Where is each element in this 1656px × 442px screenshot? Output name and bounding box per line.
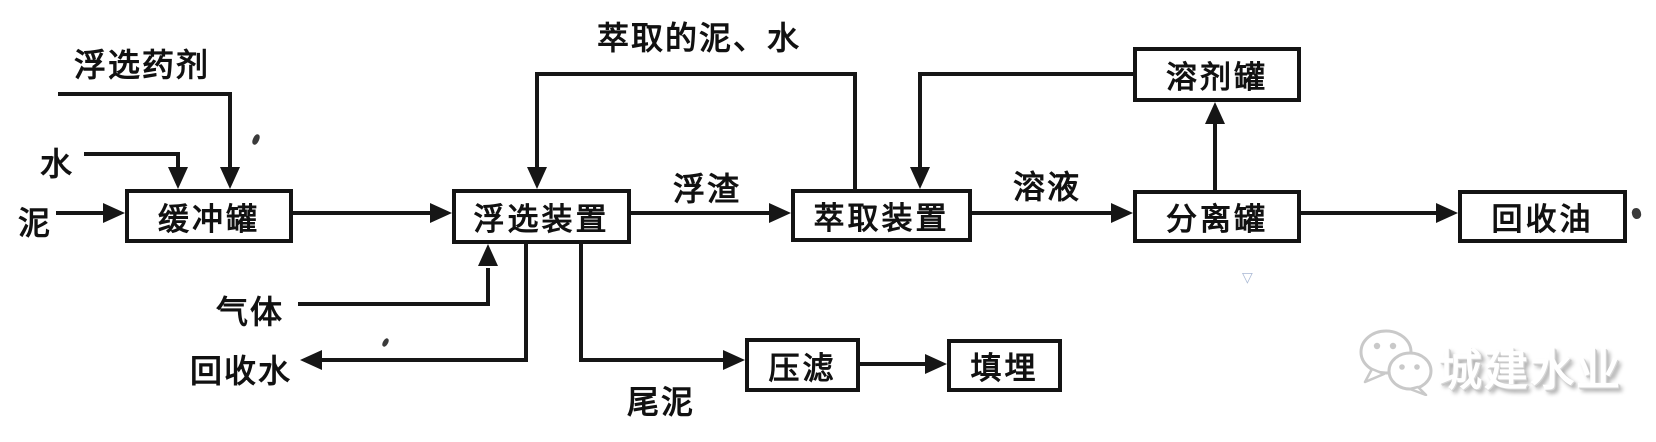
node-separation-tank: 分离罐 (1133, 190, 1301, 243)
edge-extraction-to-separation (972, 211, 1114, 215)
edge-gas-vertical (486, 268, 490, 306)
label-flotation-agent: 浮选药剂 (74, 47, 211, 83)
edge-buffer-to-flotation (293, 211, 433, 215)
edge-solvent-down (918, 72, 922, 168)
arrowhead-into-landfill (925, 354, 947, 374)
blue-artifact-glyph: ▽ (1242, 269, 1253, 285)
arrowhead-water-into-buffer (168, 167, 188, 189)
edge-sludge-in (56, 211, 104, 215)
edge-press-to-landfill (860, 362, 927, 366)
arrowhead-into-extraction (769, 203, 791, 223)
edge-return-up (853, 72, 857, 191)
label-scum: 浮渣 (673, 171, 742, 207)
label-tail-sludge: 尾泥 (627, 384, 696, 420)
label-gas: 气体 (216, 294, 285, 330)
edge-water-horizontal (84, 152, 180, 156)
edge-gas-horizontal (298, 302, 490, 306)
node-flotation-unit: 浮选装置 (452, 189, 631, 244)
node-solvent-tank-label: 溶剂罐 (1166, 60, 1268, 95)
arrowhead-into-solvent-tank (1205, 102, 1225, 124)
label-sludge: 泥 (18, 205, 53, 241)
node-extraction-unit-label: 萃取装置 (813, 201, 950, 236)
node-solvent-tank: 溶剂罐 (1133, 47, 1301, 102)
arrowhead-into-separation (1111, 203, 1133, 223)
node-buffer-tank-label: 缓冲罐 (158, 201, 260, 237)
node-landfill: 填埋 (947, 339, 1062, 392)
arrowhead-gas-into-flotation (478, 244, 498, 266)
edge-agent-vertical (228, 92, 232, 168)
edge-return-horizontal (537, 72, 857, 76)
node-recovered-oil-label: 回收油 (1491, 202, 1594, 237)
arrowhead-return-into-flotation (527, 167, 547, 189)
label-recovered-water: 回收水 (190, 353, 293, 389)
scan-speck (250, 133, 262, 146)
arrowhead-into-recovered-oil (1436, 203, 1458, 223)
scan-speck (381, 337, 390, 348)
edge-return-down (535, 72, 539, 168)
node-landfill-label: 填埋 (970, 351, 1039, 386)
arrowhead-into-flotation (430, 203, 452, 223)
edge-tail-sludge-horizontal (579, 358, 725, 362)
edge-recovered-water-down (524, 240, 528, 361)
edge-separation-to-oil (1301, 211, 1437, 215)
edge-recovered-water-horizontal (322, 358, 528, 362)
edge-water-vertical (176, 152, 180, 168)
node-extraction-unit: 萃取装置 (791, 189, 972, 242)
arrowhead-solvent-into-extraction (910, 167, 930, 189)
watermark-text: 城建水业 (1438, 346, 1622, 395)
arrowhead-sludge-into-buffer (103, 203, 125, 223)
watermark: 城建水业 (1350, 318, 1630, 402)
wechat-icon (1359, 329, 1433, 396)
edge-agent-horizontal (58, 92, 232, 96)
arrowhead-agent-into-buffer (220, 167, 240, 189)
node-flotation-unit-label: 浮选装置 (473, 202, 610, 237)
node-separation-tank-label: 分离罐 (1166, 202, 1268, 237)
edge-flotation-to-extraction (631, 211, 771, 215)
label-extracted-mud-water: 萃取的泥、水 (597, 20, 802, 56)
node-recovered-oil: 回收油 (1458, 190, 1627, 243)
edge-tail-sludge-down (579, 240, 583, 362)
node-buffer-tank: 缓冲罐 (125, 189, 293, 243)
node-filter-press: 压滤 (745, 338, 860, 392)
arrowhead-into-filter-press (723, 350, 745, 370)
scan-speck (1630, 207, 1643, 220)
arrowhead-recovered-water-out (300, 350, 322, 370)
label-water: 水 (40, 146, 75, 182)
label-solution: 溶液 (1013, 169, 1082, 205)
node-filter-press-label: 压滤 (768, 350, 837, 386)
edge-separation-to-solvent (1213, 120, 1217, 190)
edge-solvent-horizontal (920, 72, 1137, 76)
